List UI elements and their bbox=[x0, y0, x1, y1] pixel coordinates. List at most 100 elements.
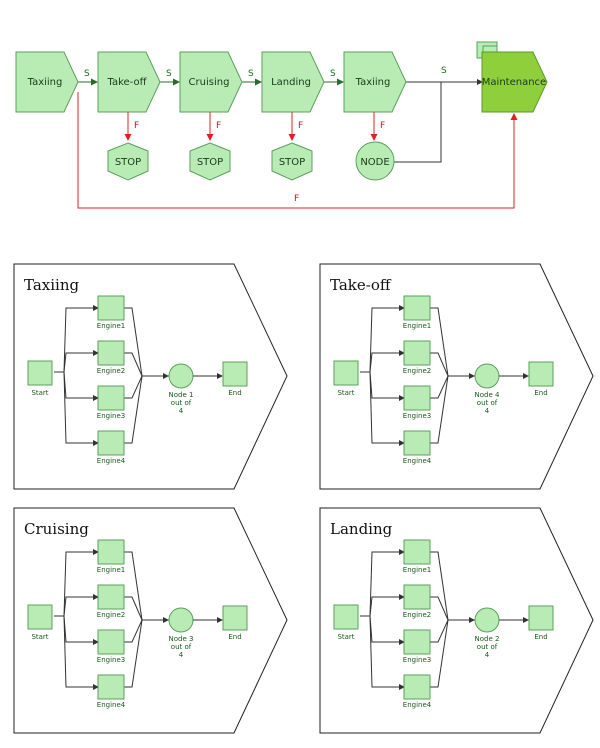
panel-title: Take-off bbox=[330, 276, 392, 294]
stage-label: Landing bbox=[271, 77, 311, 88]
stage-label: Taxiing bbox=[27, 77, 63, 88]
stage-taxiing-1: Taxiing bbox=[15, 51, 79, 113]
stage-cruising: Cruising bbox=[179, 51, 243, 113]
start-box bbox=[333, 604, 359, 630]
end-label: End bbox=[534, 633, 547, 641]
node-caption: 4 bbox=[179, 651, 184, 659]
end-box bbox=[528, 361, 554, 387]
failure-connectors: F F F F F bbox=[77, 92, 518, 209]
start-label: Start bbox=[31, 389, 48, 397]
end-label: End bbox=[228, 633, 241, 641]
engine-label: Engine4 bbox=[97, 457, 126, 465]
edge-label-f-4: F bbox=[380, 121, 385, 131]
node-caption: Node 3 bbox=[169, 635, 194, 643]
panel-title: Landing bbox=[330, 520, 393, 538]
top-flow: S S S S S Taxiing Take-off Cruising Land… bbox=[15, 41, 548, 209]
engine-box bbox=[97, 385, 125, 411]
wire-start-engine bbox=[54, 371, 99, 446]
stop-node-3: STOP bbox=[271, 142, 313, 181]
stop-label: STOP bbox=[115, 157, 141, 168]
node-circle bbox=[168, 363, 194, 389]
end-box bbox=[528, 605, 554, 631]
engine-label: Engine2 bbox=[97, 367, 125, 375]
edge-label-s-3: S bbox=[248, 69, 254, 79]
start-label: Start bbox=[31, 633, 48, 641]
engine-box bbox=[403, 629, 431, 655]
panel-title: Taxiing bbox=[24, 276, 79, 294]
maintenance-label: Maintenance bbox=[482, 77, 546, 88]
node-caption: Node 4 bbox=[475, 391, 500, 399]
engine-box bbox=[403, 385, 431, 411]
engine-box bbox=[403, 674, 431, 700]
stop-label: STOP bbox=[279, 157, 305, 168]
node-circle: NODE bbox=[355, 82, 442, 181]
engine-label: Engine2 bbox=[403, 611, 431, 619]
engine-label: Engine4 bbox=[97, 701, 126, 709]
end-box bbox=[222, 605, 248, 631]
node-caption: 4 bbox=[485, 407, 490, 415]
wire-start-engine bbox=[54, 615, 99, 690]
engine-label: Engine2 bbox=[97, 611, 125, 619]
node-caption: out of bbox=[477, 643, 498, 651]
end-box bbox=[222, 361, 248, 387]
engine-box bbox=[97, 295, 125, 321]
phase-panel: Take-offStartEngine1Engine2Engine3Engine… bbox=[319, 263, 594, 490]
engine-box bbox=[97, 340, 125, 366]
phase-panel: LandingStartEngine1Engine2Engine3Engine4… bbox=[319, 507, 594, 734]
engine-label: Engine1 bbox=[403, 566, 431, 574]
node-caption: out of bbox=[477, 399, 498, 407]
edge-label-s-1: S bbox=[84, 69, 90, 79]
engine-label: Engine1 bbox=[97, 322, 125, 330]
engine-label: Engine1 bbox=[403, 322, 431, 330]
engine-box bbox=[97, 674, 125, 700]
wire-start-engine bbox=[360, 615, 405, 690]
stage-taxiing-2: Taxiing bbox=[343, 51, 407, 113]
start-label: Start bbox=[337, 633, 354, 641]
engine-box bbox=[403, 340, 431, 366]
node-caption: Node 1 bbox=[169, 391, 194, 399]
phase-panels: TaxiingStartEngine1Engine2Engine3Engine4… bbox=[13, 263, 594, 734]
edge-label-s-5: S bbox=[441, 66, 447, 76]
node-caption: 4 bbox=[179, 407, 184, 415]
stop-label: STOP bbox=[197, 157, 223, 168]
maintenance-block: Maintenance bbox=[476, 41, 548, 113]
engine-label: Engine3 bbox=[97, 412, 125, 420]
engine-box bbox=[97, 629, 125, 655]
engine-label: Engine3 bbox=[97, 656, 125, 664]
engine-label: Engine3 bbox=[403, 656, 431, 664]
node-circle bbox=[168, 607, 194, 633]
stage-label: Take-off bbox=[107, 77, 148, 88]
node-caption: out of bbox=[171, 399, 192, 407]
node-circle bbox=[474, 607, 500, 633]
start-box bbox=[333, 360, 359, 386]
engine-box bbox=[403, 584, 431, 610]
start-label: Start bbox=[337, 389, 354, 397]
node-caption: Node 2 bbox=[475, 635, 500, 643]
engine-box bbox=[97, 584, 125, 610]
edge-label-s-4: S bbox=[330, 69, 336, 79]
engine-label: Engine1 bbox=[97, 566, 125, 574]
edge-label-s-2: S bbox=[166, 69, 172, 79]
success-connectors: S S S S S bbox=[78, 66, 483, 86]
edge-label-f-3: F bbox=[298, 121, 303, 131]
node-label: NODE bbox=[360, 157, 389, 168]
engine-label: Engine3 bbox=[403, 412, 431, 420]
node-caption: 4 bbox=[485, 651, 490, 659]
engine-box bbox=[403, 539, 431, 565]
panel-title: Cruising bbox=[24, 520, 89, 538]
edge-label-f-2: F bbox=[216, 121, 221, 131]
end-label: End bbox=[228, 389, 241, 397]
engine-box bbox=[97, 539, 125, 565]
node-circle bbox=[474, 363, 500, 389]
stage-take-off: Take-off bbox=[97, 51, 161, 113]
end-label: End bbox=[534, 389, 547, 397]
engine-box bbox=[97, 430, 125, 456]
engine-box bbox=[403, 295, 431, 321]
stop-node-2: STOP bbox=[189, 142, 231, 181]
engine-box bbox=[403, 430, 431, 456]
stage-landing: Landing bbox=[261, 51, 325, 113]
stage-label: Cruising bbox=[189, 77, 230, 88]
